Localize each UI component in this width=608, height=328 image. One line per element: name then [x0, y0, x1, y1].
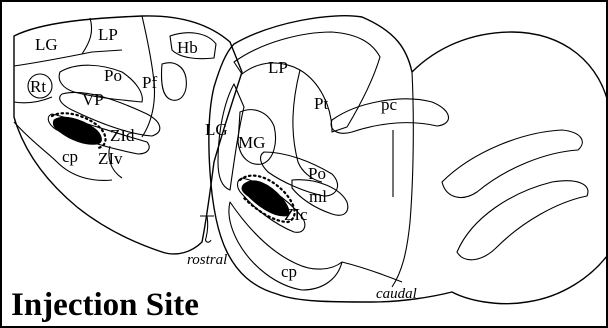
figure-title: Injection Site [11, 287, 199, 323]
rostral-boundary-line [14, 97, 52, 103]
label-lp-caudal: LP [268, 58, 288, 77]
label-pt: Pt [314, 94, 328, 113]
label-zic: ZIc [284, 205, 308, 224]
label-lg-caudal: LG [205, 120, 228, 139]
injection-site-rostral [53, 117, 101, 144]
label-po-rostral: Po [104, 66, 122, 85]
pf-region [161, 63, 186, 100]
label-mg: MG [238, 133, 265, 152]
caudal-boundary-line [342, 262, 402, 282]
label-po-caudal: Po [308, 164, 326, 183]
label-lg-rostral: LG [35, 35, 58, 54]
label-lp-rostral: LP [98, 25, 118, 44]
lp-region-caudal [234, 32, 380, 132]
label-rt: Rt [30, 77, 46, 96]
caption-rostral: rostral [187, 252, 227, 268]
label-cp-rostral: cp [62, 147, 78, 166]
rostral-section: LG LP Hb Rt Po Pf VP ZId cp ZIv rostral [14, 16, 242, 268]
label-ziv: ZIv [98, 149, 123, 168]
label-zid: ZId [110, 126, 135, 145]
label-ml: ml [309, 187, 327, 206]
label-hb: Hb [177, 38, 198, 57]
rostral-boundary-line [82, 18, 92, 54]
label-pf: Pf [142, 73, 157, 92]
label-vp: VP [82, 90, 104, 109]
label-cp-caudal: cp [281, 262, 297, 281]
right-band-upper [442, 130, 582, 197]
caudal-section: LP Pt pc LG MG Po ml ZIc cp caudal [205, 16, 606, 304]
rostral-boundary-line [14, 50, 122, 66]
caption-caudal: caudal [376, 286, 417, 302]
injection-site-caudal [242, 181, 289, 216]
label-pc: pc [381, 95, 398, 114]
